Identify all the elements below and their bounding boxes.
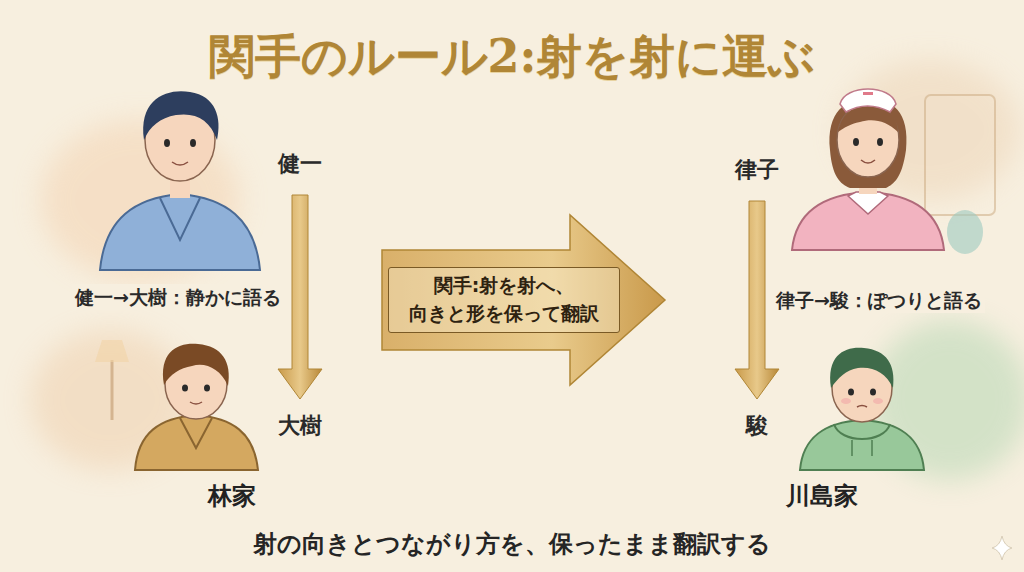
functor-arrow: 関手:射を射へ、 向きと形を保って翻訳	[380, 212, 668, 388]
person-name-text: 駿	[742, 409, 772, 443]
person-name: 大樹	[274, 409, 326, 443]
person-name: 律子	[731, 153, 783, 187]
title: 関手のルール2:射を射に運ぶ	[0, 26, 1024, 88]
person-name: 駿	[742, 409, 772, 443]
edge-label: 健一→大樹：静かに語る	[72, 284, 284, 311]
family-label: 林家	[208, 480, 256, 512]
family-label: 川島家	[786, 480, 858, 512]
node-text: 関手:射を射へ、 向きと形を保って翻訳	[397, 272, 611, 327]
person-name-text: 大樹	[274, 409, 326, 443]
person-name: 健一	[274, 147, 326, 181]
arrow-outline	[382, 215, 665, 385]
caption: 射の向きとつながり方を、保ったまま翻訳する	[0, 528, 1024, 560]
morphism-arrow	[278, 195, 322, 399]
edge-label: 律子→駿：ぽつりと語る	[773, 287, 985, 314]
person-name-text: 律子	[731, 153, 783, 187]
text-box: 関手:射を射へ、 向きと形を保って翻訳	[388, 267, 620, 332]
person-name-text: 健一	[274, 147, 326, 181]
